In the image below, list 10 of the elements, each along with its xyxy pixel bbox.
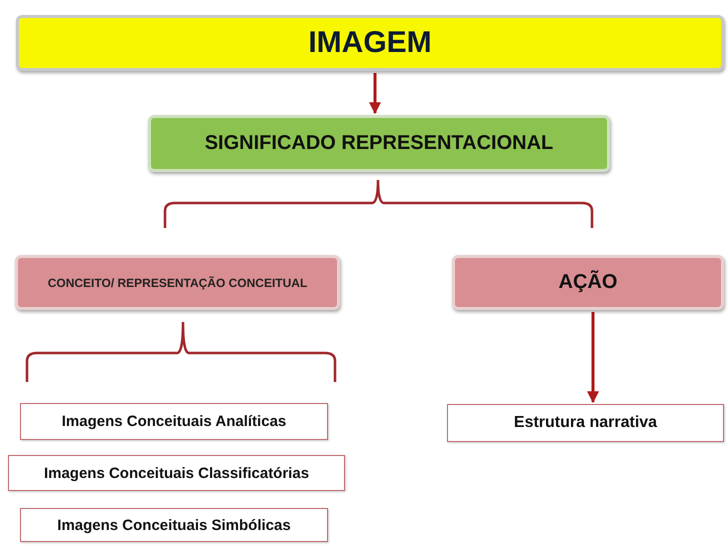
arrow — [587, 312, 599, 404]
arrow — [369, 73, 381, 114]
category-box: SIGNIFICADO REPRESENTACIONAL — [148, 115, 610, 172]
item-box: Imagens Conceituais Analíticas — [20, 403, 328, 440]
title-banner: IMAGEM — [16, 15, 724, 71]
item-box: Estrutura narrativa — [447, 404, 724, 442]
item-box: Imagens Conceituais Classificatórias — [8, 455, 345, 491]
category-box: CONCEITO/ REPRESENTAÇÃO CONCEITUAL — [15, 255, 340, 310]
category-box: AÇÃO — [452, 255, 724, 310]
item-box: Imagens Conceituais Simbólicas — [20, 508, 328, 542]
